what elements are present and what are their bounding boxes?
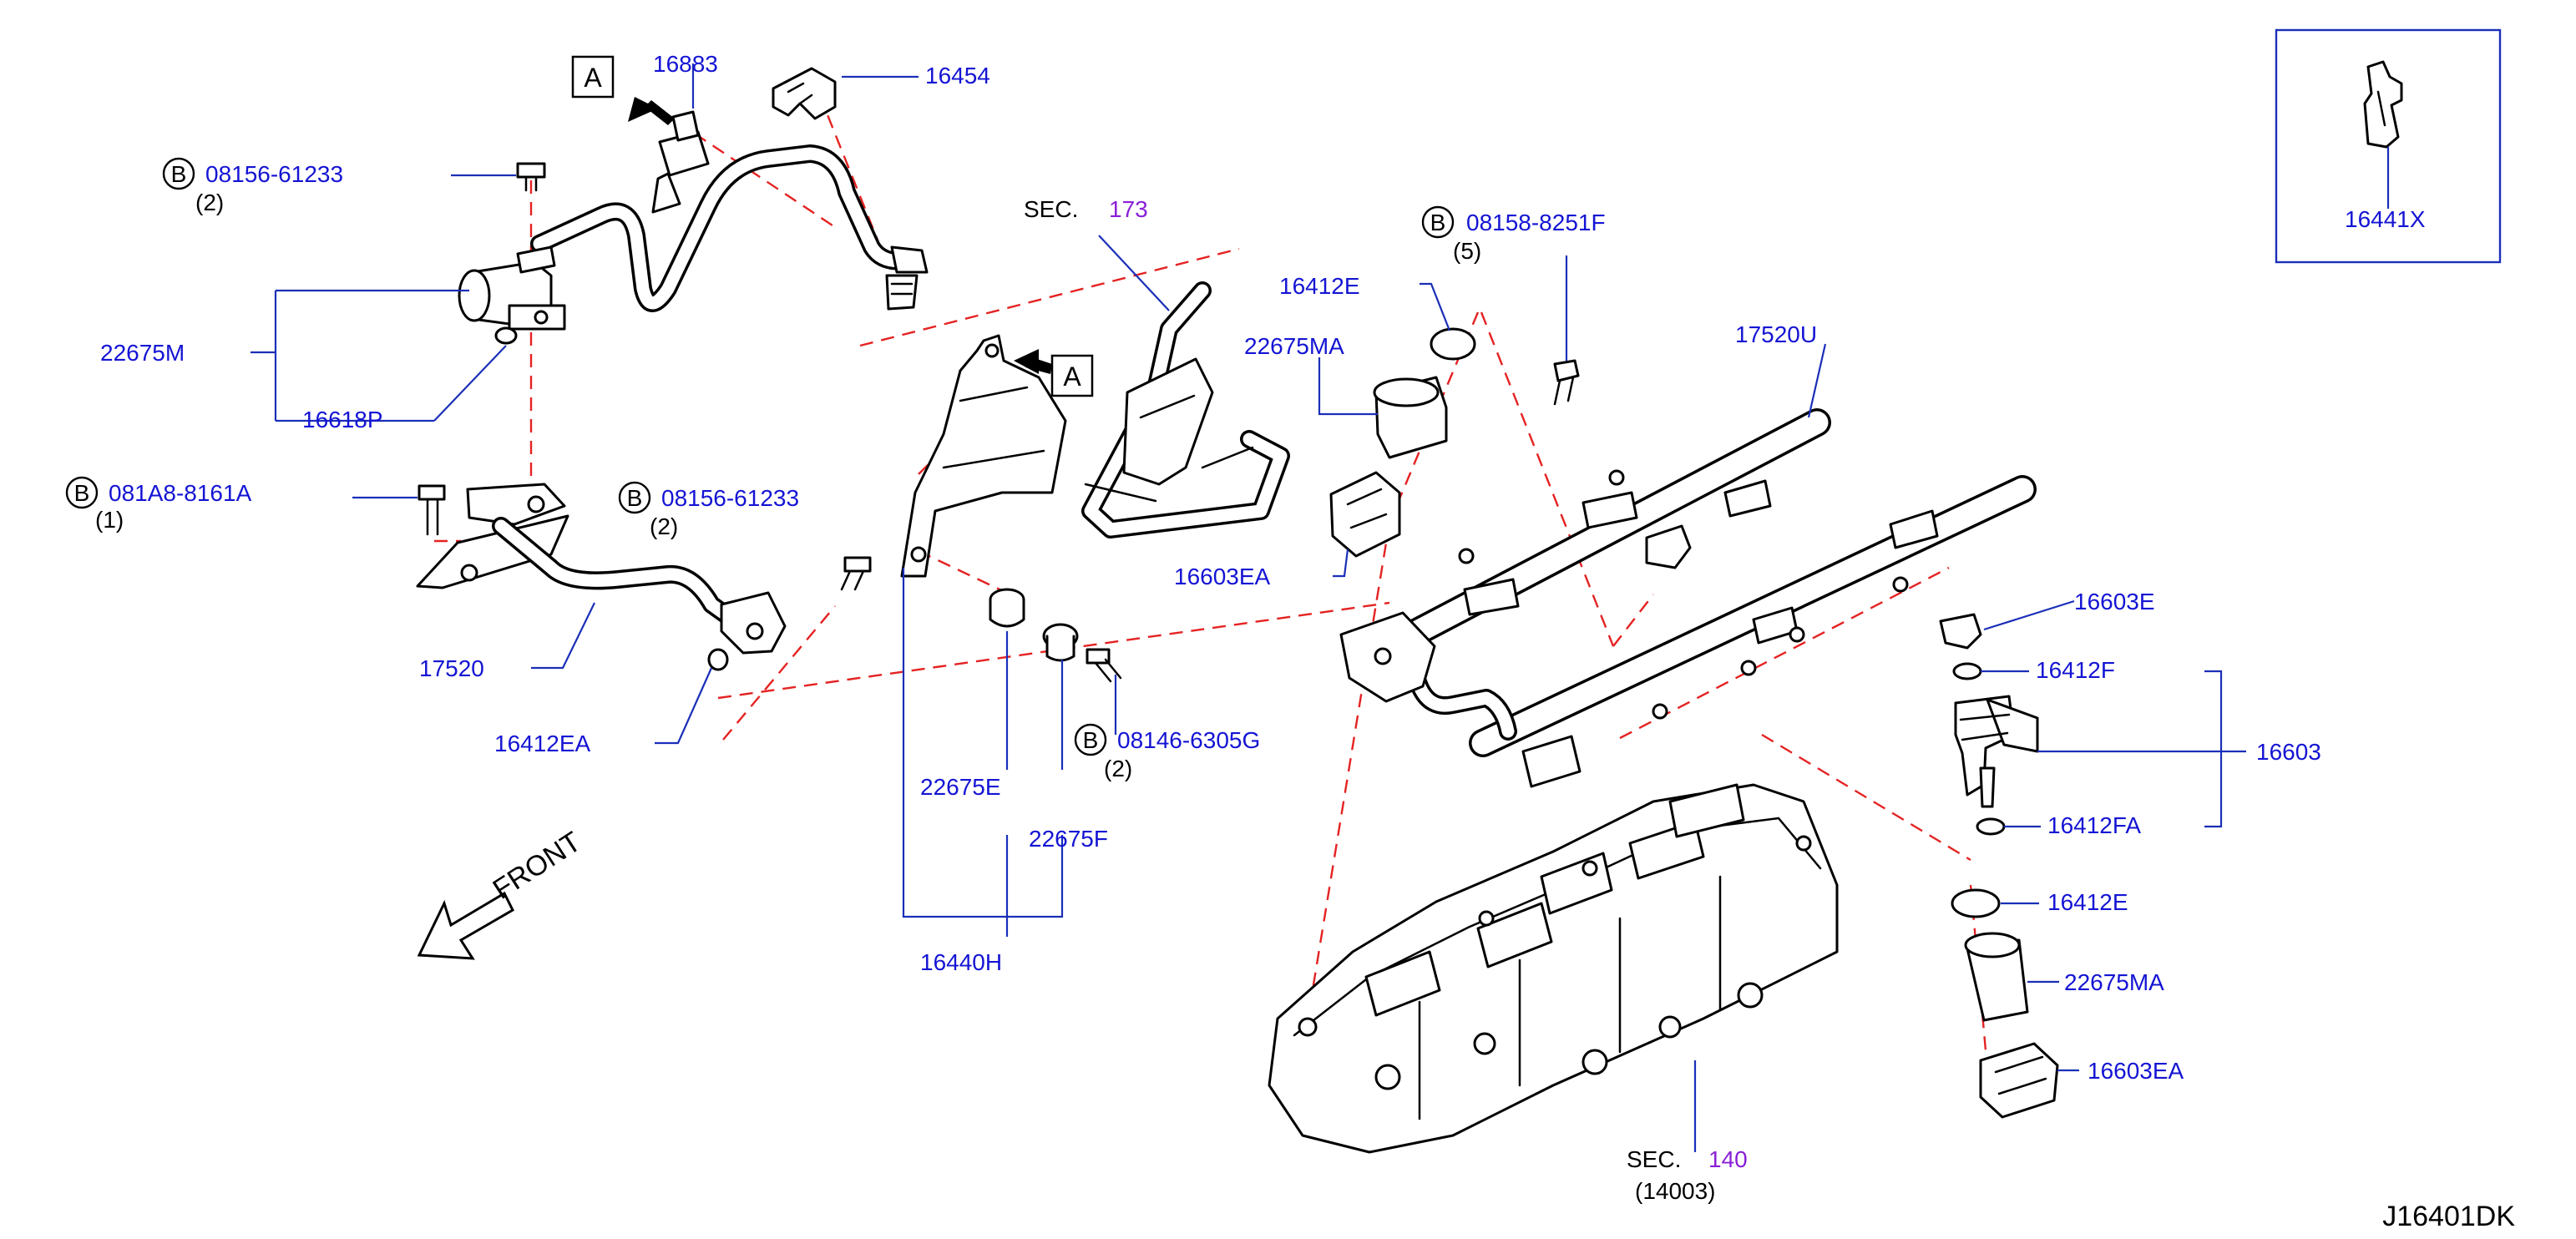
label-16412EA: 16412EA <box>494 731 591 756</box>
label-16440H: 16440H <box>920 949 1002 975</box>
fuel-tube-17520 <box>416 483 787 655</box>
bracket-16440H <box>900 334 1067 578</box>
svg-text:(2): (2) <box>195 190 224 215</box>
label-22675E: 22675E <box>920 774 1001 800</box>
label-22675MA-upper: 22675MA <box>1244 333 1344 359</box>
inset-box-16441X <box>2275 28 2502 264</box>
bolt-08146-6305G <box>1086 648 1122 683</box>
clip-16603E <box>1939 613 1982 650</box>
label-16603EA-lower: 16603EA <box>2088 1058 2184 1084</box>
bolt-callout-08146: B 08146-6305G (2) <box>1074 723 1260 781</box>
grommet-22675E <box>989 588 1025 628</box>
bolt-081A8-8161A <box>418 484 446 536</box>
connector-16603EA-upper <box>1329 471 1401 558</box>
svg-text:08146-6305G: 08146-6305G <box>1117 727 1260 753</box>
intake-manifold-sec-140 <box>1268 783 1839 1154</box>
view-marker-top: A <box>571 55 675 125</box>
label-16883: 16883 <box>653 51 718 77</box>
svg-text:B: B <box>1430 210 1446 235</box>
o-ring-16412E-upper <box>1430 327 1476 361</box>
svg-text:(5): (5) <box>1453 238 1481 264</box>
sec-173-tube-bracket <box>1081 281 1290 539</box>
sec-140-sub: (14003) <box>1635 1178 1716 1204</box>
label-16603EA-upper: 16603EA <box>1174 564 1271 589</box>
svg-text:A: A <box>1063 362 1081 392</box>
o-ring-16412FA <box>1976 817 2006 836</box>
clip-16441X <box>2363 60 2403 149</box>
svg-text:B: B <box>171 161 187 187</box>
bolt-08156-61233-top <box>516 162 546 192</box>
leader-lines <box>251 63 2390 1152</box>
svg-text:08156-61233: 08156-61233 <box>661 485 799 511</box>
connector-16603EA-lower <box>1979 1042 2059 1119</box>
bolt-08158-8251F <box>1553 359 1580 406</box>
damper-22675MA-lower <box>1964 932 2029 1022</box>
o-ring-16412F <box>1952 662 1982 680</box>
o-ring-16412E-lower <box>1951 888 2001 918</box>
front-arrow: FRONT <box>417 826 587 960</box>
sec-173-number: 173 <box>1109 196 1148 222</box>
label-16603: 16603 <box>2256 739 2321 765</box>
part-labels: 16883 16454 B 08156-61233 (2) 22675M 166… <box>65 51 2515 1232</box>
label-22675M: 22675M <box>100 340 185 366</box>
alignment-lines <box>434 74 1989 1070</box>
svg-text:B: B <box>1083 727 1099 753</box>
label-22675F: 22675F <box>1029 826 1108 852</box>
sec-173-label: SEC. <box>1024 196 1078 222</box>
sec-140-label: SEC. <box>1627 1146 1681 1172</box>
label-16412E-lower: 16412E <box>2047 889 2128 915</box>
label-22675MA-lower: 22675MA <box>2064 969 2164 995</box>
label-16412FA: 16412FA <box>2047 812 2141 838</box>
collar-22675F <box>1042 623 1079 662</box>
svg-text:(1): (1) <box>95 507 124 533</box>
view-marker-mid: A <box>1014 349 1094 397</box>
svg-text:08158-8251F: 08158-8251F <box>1466 210 1606 235</box>
bolt-callout-081A8: B 081A8-8161A (1) <box>65 476 252 533</box>
pipe-end-connector <box>885 245 929 311</box>
fuel-feed-tube <box>530 144 916 312</box>
o-ring-16618P <box>494 326 518 345</box>
label-16412E-upper: 16412E <box>1279 273 1360 299</box>
fuel-rail-17520U <box>1339 408 2037 788</box>
bolt-08156-61233-mid <box>840 556 872 591</box>
quick-connector-16883 <box>651 110 710 214</box>
svg-text:A: A <box>584 63 602 93</box>
damper-22675MA-upper <box>1373 376 1448 459</box>
damper-22675M <box>458 245 566 331</box>
label-16412F: 16412F <box>2036 657 2115 683</box>
svg-text:081A8-8161A: 081A8-8161A <box>109 480 252 506</box>
diagram-code: J16401DK <box>2382 1201 2515 1232</box>
bolt-callout-08158: B 08158-8251F (5) <box>1421 205 1606 264</box>
clip-16454 <box>772 67 837 120</box>
svg-text:(2): (2) <box>1104 756 1132 781</box>
svg-text:B: B <box>74 480 90 506</box>
front-label: FRONT <box>488 826 587 906</box>
o-ring-16412EA <box>707 648 729 671</box>
svg-text:08156-61233: 08156-61233 <box>205 161 343 187</box>
label-16618P: 16618P <box>302 407 383 432</box>
bolt-callout-08156-a: B 08156-61233 (2) <box>162 157 343 215</box>
label-16454: 16454 <box>925 63 990 88</box>
injector-16603 <box>1954 695 2039 808</box>
svg-text:(2): (2) <box>650 513 678 539</box>
label-17520U: 17520U <box>1735 321 1817 347</box>
bolt-callout-08156-b: B 08156-61233 (2) <box>618 481 799 539</box>
svg-text:B: B <box>627 485 643 511</box>
label-16603E: 16603E <box>2074 589 2155 614</box>
sec-140-number: 140 <box>1708 1146 1748 1172</box>
label-16441X: 16441X <box>2345 206 2426 232</box>
label-17520: 17520 <box>419 655 484 681</box>
